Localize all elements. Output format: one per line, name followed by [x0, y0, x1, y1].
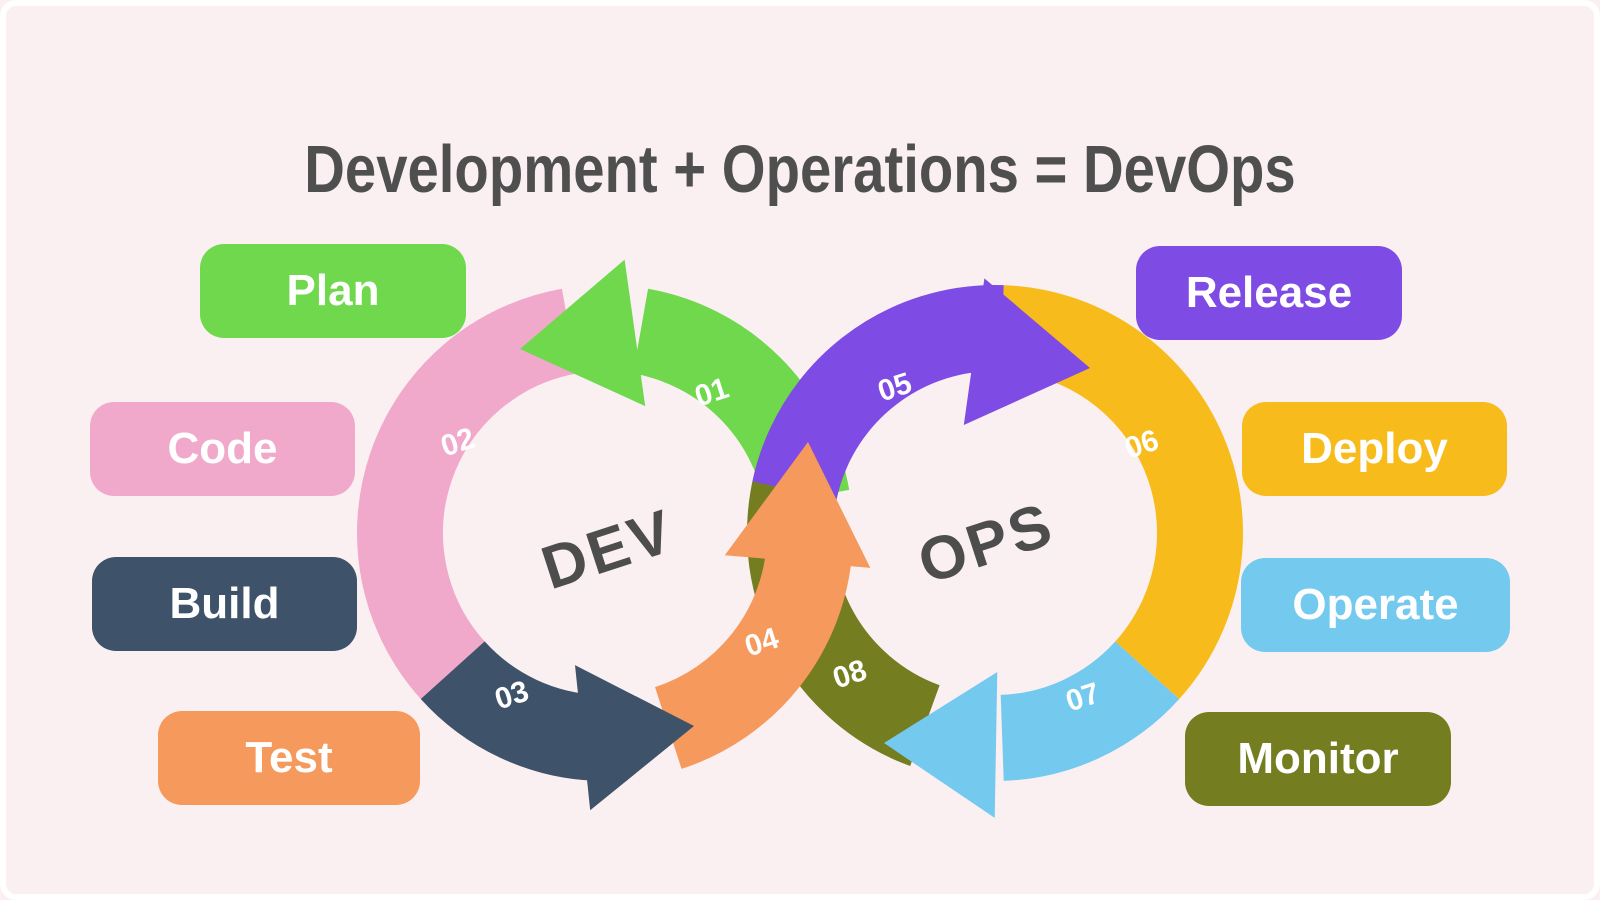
arc-segment-04-test: [654, 543, 853, 769]
stage-box-code: Code: [90, 402, 355, 496]
stage-box-operate: Operate: [1241, 558, 1510, 652]
arrowhead-icon-04-test: [724, 442, 871, 568]
stage-box-build: Build: [92, 557, 357, 651]
arrowhead-icon-03-build: [575, 665, 694, 811]
stage-box-deploy: Deploy: [1242, 402, 1507, 496]
page-title: Development + Operations = DevOps: [304, 131, 1296, 207]
arc-segment-02-code: [357, 288, 578, 699]
stage-box-plan: Plan: [200, 244, 466, 338]
stage-box-label: Deploy: [1301, 424, 1448, 473]
arrowhead-icon-07-operate: [884, 672, 998, 818]
stage-box-monitor: Monitor: [1185, 712, 1451, 806]
arc-segment-07-operate: [999, 640, 1180, 781]
stage-box-label: Monitor: [1237, 734, 1399, 783]
arc-segment-06-deploy: [999, 285, 1243, 699]
stage-box-label: Operate: [1292, 580, 1459, 629]
stage-box-label: Test: [245, 733, 333, 782]
stage-box-label: Release: [1185, 268, 1353, 317]
stage-box-test: Test: [158, 711, 420, 805]
arrowhead-icon-01-plan: [520, 259, 646, 407]
stage-box-label: Plan: [286, 266, 380, 315]
arc-segment-03-build: [420, 640, 601, 781]
stage-box-label: Build: [169, 579, 280, 628]
arrowhead-icon-05-release: [963, 278, 1090, 425]
stage-box-release: Release: [1136, 246, 1402, 340]
stage-box-label: Code: [167, 424, 278, 473]
